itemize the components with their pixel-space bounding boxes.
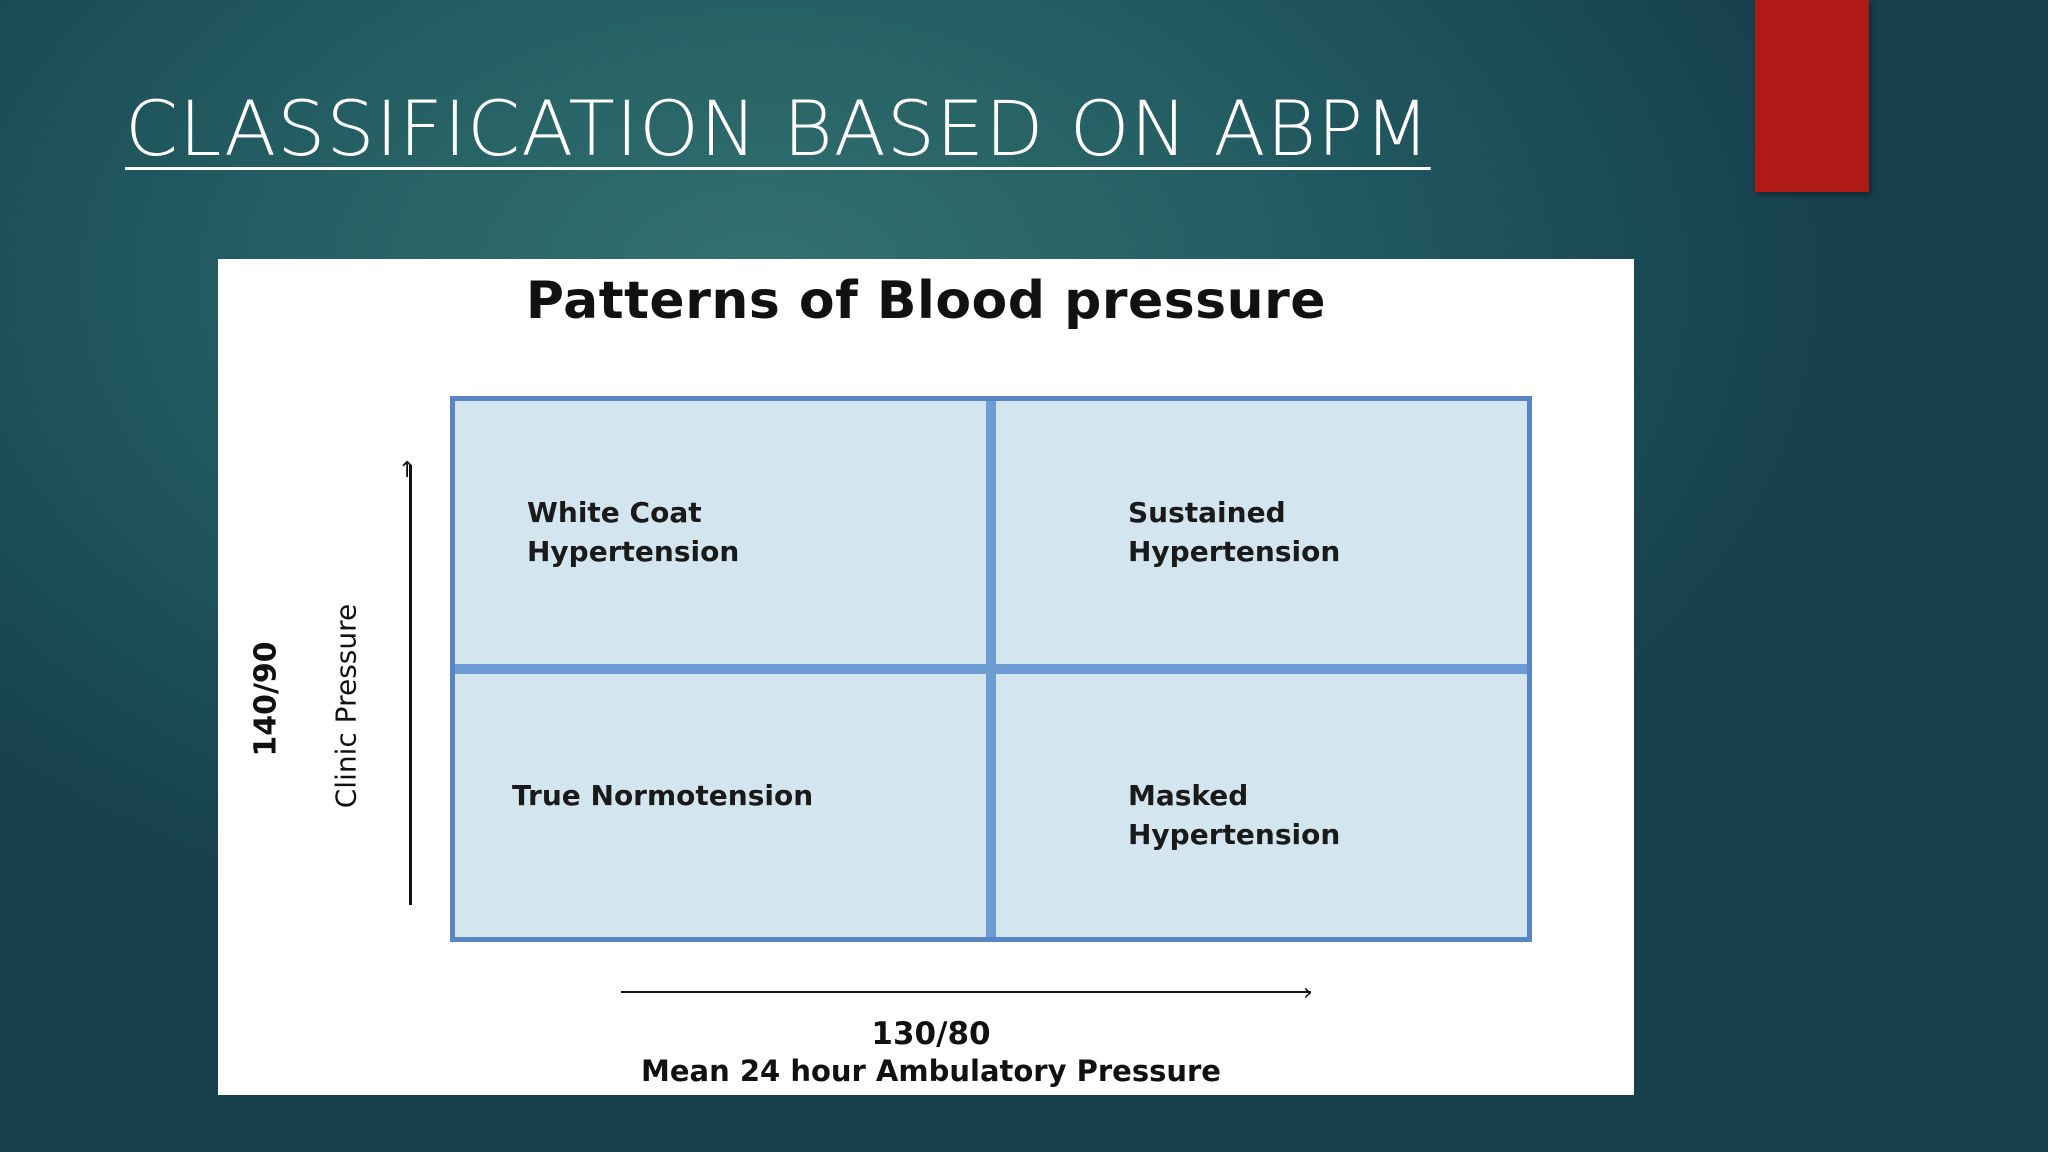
quadrant-top-left: White Coat Hypertension xyxy=(455,401,986,664)
x-axis-threshold: 130/80 xyxy=(871,1016,991,1052)
x-axis-arrow-line xyxy=(621,991,1311,993)
quadrant-label-masked: Masked Hypertension xyxy=(1128,779,1341,851)
quadrant-label-normotension: True Normotension xyxy=(512,779,814,812)
right-arrow-icon: › xyxy=(1303,978,1313,1006)
quadrant-top-right: Sustained Hypertension xyxy=(996,401,1527,664)
y-axis-arrow-line xyxy=(409,465,412,905)
y-axis-label: Clinic Pressure xyxy=(329,603,363,809)
quadrant-bottom-right: Masked Hypertension xyxy=(996,674,1527,937)
x-axis-label: Mean 24 hour Ambulatory Pressure xyxy=(641,1054,1221,1088)
figure-title: Patterns of Blood pressure xyxy=(525,271,1327,331)
quadrant-label-sustained: Sustained Hypertension xyxy=(1128,496,1341,568)
quadrant-label-white-coat: White Coat Hypertension xyxy=(527,496,740,568)
quadrant-bottom-left: True Normotension xyxy=(455,674,986,937)
up-arrow-icon: ↑ xyxy=(398,458,417,483)
y-axis-threshold: 140/90 xyxy=(248,641,284,757)
slide-title: CLASSIFICATION BASED ON ABPM xyxy=(125,84,1431,173)
accent-bar xyxy=(1755,0,1869,192)
bp-patterns-figure: Patterns of Blood pressure 140/90 Clinic… xyxy=(218,259,1634,1095)
quadrant-grid: White Coat Hypertension Sustained Hypert… xyxy=(450,396,1532,942)
